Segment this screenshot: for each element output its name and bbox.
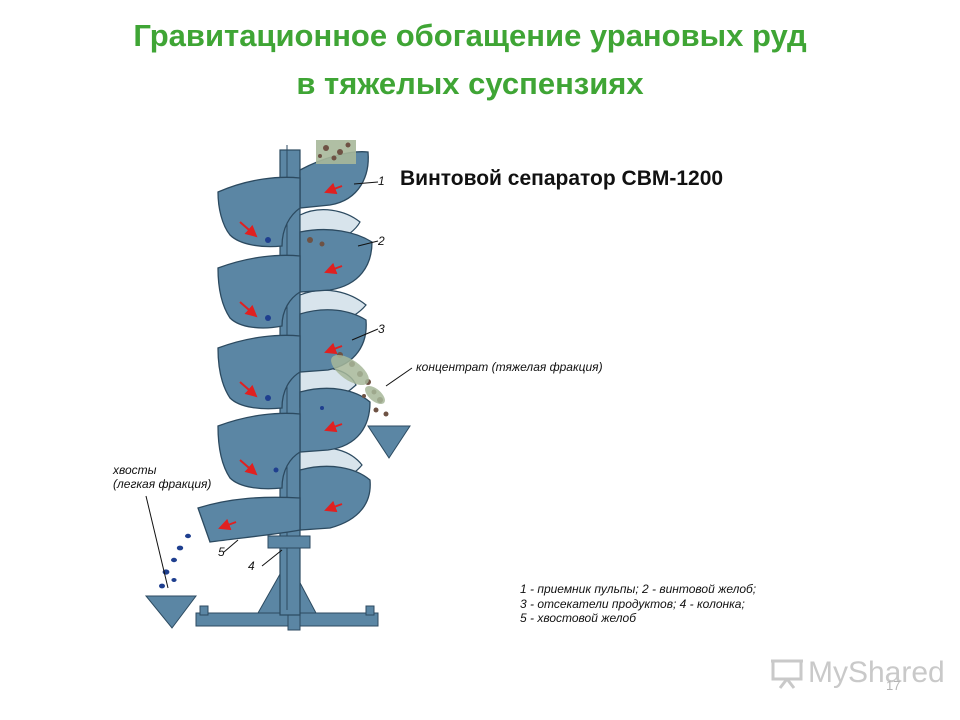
slide-title-line1: Гравитационное обогащение урановых руд: [133, 18, 807, 53]
callout-3: 3: [378, 322, 385, 336]
slide-title: Гравитационное обогащение урановых руд в…: [0, 12, 940, 108]
tailings-label-line2: (легкая фракция): [113, 477, 212, 491]
concentrate-collector: [367, 425, 411, 459]
page-number: 17: [886, 678, 901, 693]
concentrate-stream: [331, 354, 385, 404]
callout-4: 4: [248, 559, 255, 573]
legend-line-1: 1 - приемник пульпы; 2 - винтовой желоб;: [520, 582, 757, 596]
spiral-troughs: [197, 151, 373, 543]
leader-lines: [145, 181, 413, 589]
tailings-label-line1: хвосты: [113, 463, 157, 477]
callout-2: 2: [377, 234, 385, 248]
diagram-legend: 1 - приемник пульпы; 2 - винтовой желоб;…: [520, 582, 756, 626]
legend-line-2: 3 - отсекатели продуктов; 4 - колонка;: [520, 596, 745, 611]
flow-arrows: [218, 182, 343, 531]
concentrate-label: концентрат (тяжелая фракция): [416, 360, 603, 374]
tailings-label: хвосты (легкая фракция): [113, 463, 211, 491]
tailings-collector: [144, 595, 197, 629]
presentation-board-icon: [771, 659, 803, 689]
myshared-logo: MyShared: [770, 656, 945, 690]
tail-trough: [197, 496, 301, 543]
legend-line-3: 5 - хвостовой желоб: [520, 611, 636, 625]
callout-5: 5: [218, 545, 225, 559]
logo-text: MyShared: [808, 656, 945, 689]
slide-title-line2: в тяжелых суспензиях: [296, 66, 644, 101]
callout-1: 1: [378, 174, 385, 188]
separator-heading: Винтовой сепаратор СВМ-1200: [400, 167, 724, 190]
